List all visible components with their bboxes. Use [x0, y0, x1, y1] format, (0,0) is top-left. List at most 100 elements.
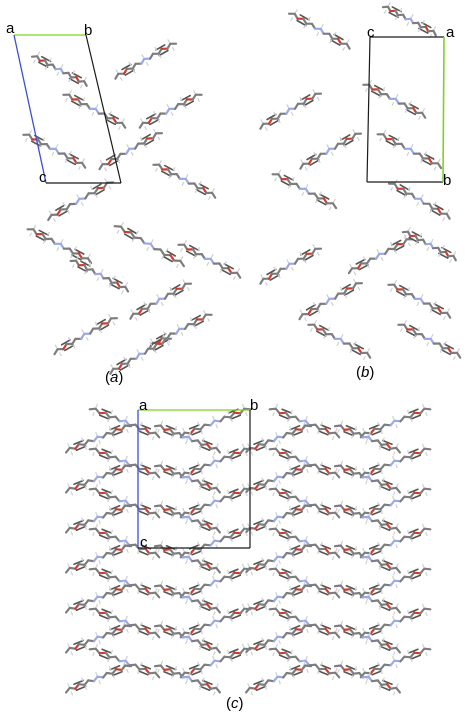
bond: [289, 506, 292, 511]
panel-c-origin-label: a: [139, 397, 148, 414]
bond: [345, 624, 357, 631]
bond: [415, 241, 418, 245]
bond: [137, 430, 149, 436]
bond: [160, 302, 164, 306]
bond: [122, 580, 126, 585]
molecule: [64, 660, 133, 696]
bond: [332, 556, 335, 561]
bond: [425, 492, 428, 497]
bond: [199, 181, 202, 185]
bond: [337, 628, 340, 633]
molecule: [138, 89, 203, 130]
bond: [317, 159, 321, 164]
bond: [446, 311, 452, 319]
bond: [394, 249, 397, 254]
bond: [315, 199, 318, 204]
bond: [181, 182, 185, 186]
molecule: [245, 620, 313, 656]
bond: [426, 342, 430, 346]
bond: [109, 586, 112, 591]
bond: [118, 126, 121, 130]
bond: [351, 634, 354, 639]
bond: [122, 118, 125, 123]
bond: [345, 42, 351, 50]
bond: [343, 550, 355, 557]
bond: [353, 278, 356, 283]
bond: [230, 458, 233, 463]
bond: [125, 455, 128, 460]
bond: [290, 649, 293, 654]
bond: [371, 590, 383, 596]
bond: [363, 356, 366, 360]
panel-b-caption-open: (: [356, 364, 361, 381]
bond: [79, 84, 83, 89]
bond: [117, 159, 121, 164]
bond: [426, 247, 430, 251]
bond: [194, 189, 198, 193]
bond: [126, 428, 129, 433]
bond: [153, 111, 156, 116]
bond: [81, 597, 84, 602]
bond: [410, 654, 422, 660]
bond: [306, 428, 309, 433]
bond: [230, 418, 233, 423]
bond: [407, 569, 410, 574]
bond: [111, 550, 123, 557]
bond: [98, 614, 110, 620]
bond: [189, 317, 193, 321]
bond: [278, 454, 290, 460]
bond: [368, 551, 371, 556]
bond: [381, 519, 393, 526]
bond: [395, 624, 398, 629]
bond: [70, 651, 74, 656]
bond: [230, 498, 233, 503]
bond: [320, 661, 323, 666]
bond: [410, 414, 422, 420]
bond: [110, 649, 113, 654]
bond: [264, 445, 267, 450]
bond: [331, 202, 338, 210]
panel-b-caption: (b): [356, 364, 374, 381]
bond: [303, 24, 307, 29]
bond: [393, 571, 396, 576]
bond: [335, 667, 338, 672]
bond: [343, 510, 355, 517]
bond: [410, 144, 414, 148]
bond: [182, 467, 185, 472]
bond: [74, 248, 85, 255]
bond: [275, 603, 278, 608]
bond: [216, 603, 219, 608]
bond: [126, 588, 129, 593]
bond: [274, 177, 277, 182]
bond: [179, 259, 185, 268]
bond: [122, 540, 126, 545]
bond: [95, 603, 99, 608]
bond: [393, 491, 396, 496]
bond: [230, 494, 242, 500]
bond: [351, 514, 354, 519]
bond: [68, 77, 79, 85]
bond: [227, 409, 230, 414]
bond: [81, 477, 84, 482]
bond: [37, 61, 49, 68]
bond: [377, 461, 380, 466]
bond: [343, 139, 354, 147]
bond: [368, 511, 371, 516]
bond: [344, 294, 347, 299]
bond: [260, 119, 264, 124]
bond: [109, 544, 121, 551]
bond: [49, 57, 52, 62]
bond: [380, 430, 383, 435]
bond: [317, 309, 321, 314]
bond: [260, 274, 264, 278]
bond: [143, 301, 147, 306]
bond: [140, 421, 143, 426]
bond: [210, 254, 214, 258]
bond: [440, 348, 452, 356]
bond: [40, 55, 52, 63]
bond: [333, 198, 336, 203]
bond: [354, 466, 357, 471]
bond: [134, 317, 138, 321]
bond: [30, 140, 42, 147]
bond: [275, 511, 278, 516]
